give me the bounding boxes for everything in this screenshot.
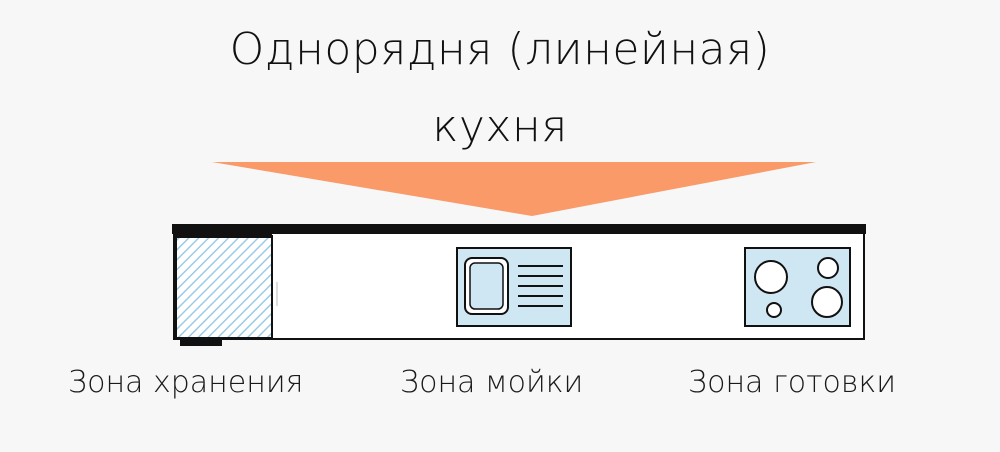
zone-label-cooking: Зона готовки [688,365,897,400]
zone-label-storage: Зона хранения [68,365,304,400]
burner [811,286,843,318]
stove-icon [744,247,851,327]
burner [754,260,788,294]
burner [817,257,839,279]
burner [766,302,782,318]
title-line-2: кухня [432,101,568,152]
title-line-1: Однорядня (линейная) [229,24,771,75]
hatched-cabinet-icon [174,234,278,346]
zone-label-sink: Зона мойки [400,365,584,400]
workflow-arrow [212,162,816,216]
counter-top-edge [172,224,866,234]
sink-icon [456,247,572,327]
